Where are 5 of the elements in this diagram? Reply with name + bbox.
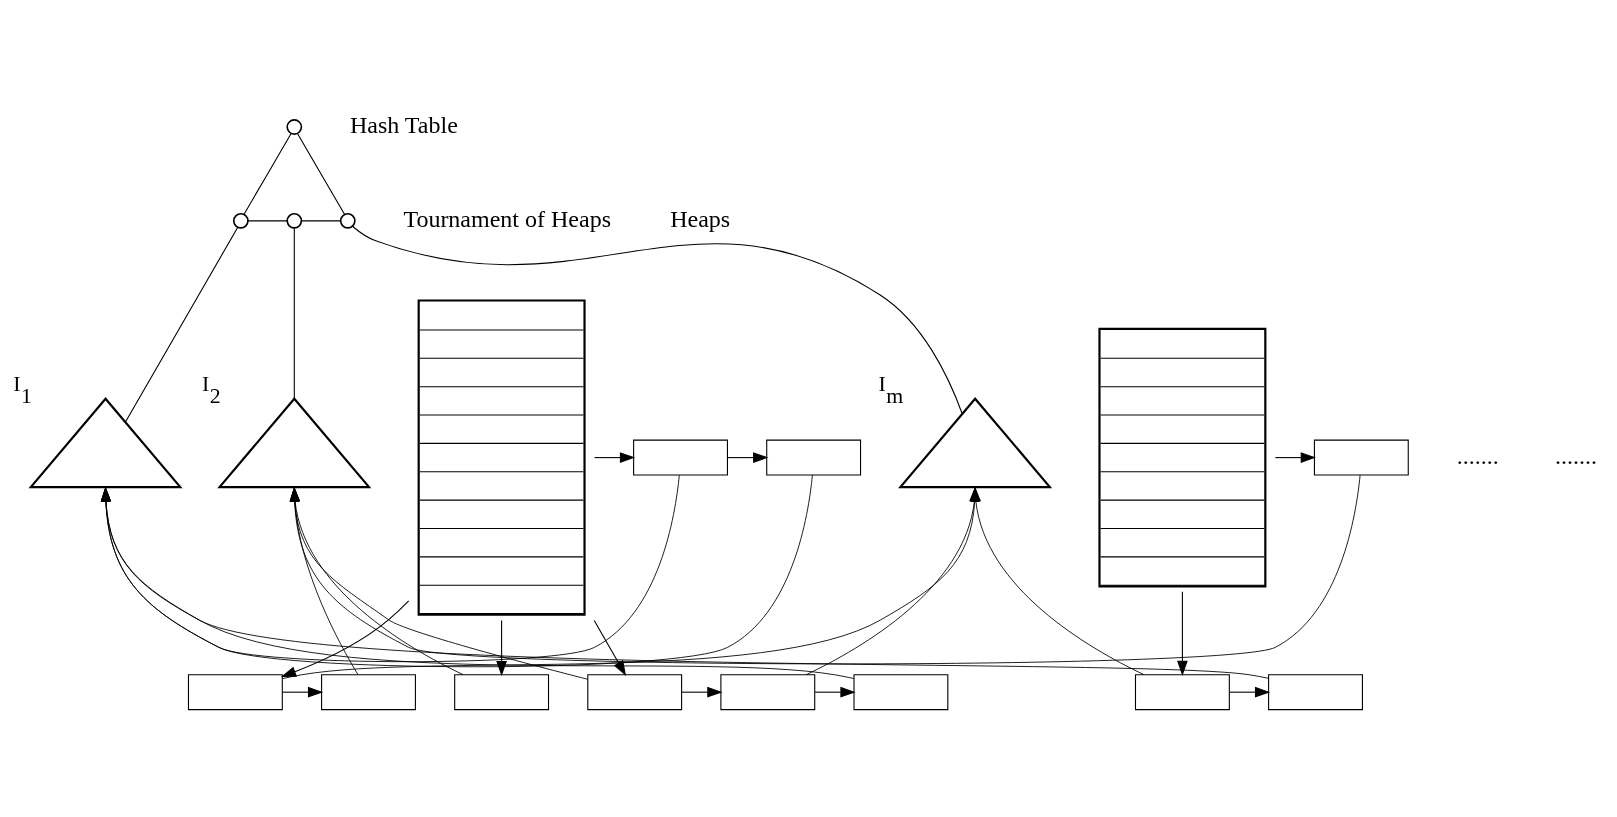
label: Heaps bbox=[669, 205, 730, 232]
label: Hash Table bbox=[349, 112, 458, 139]
label: ....... bbox=[1554, 442, 1597, 469]
label: Tournament of Heaps bbox=[402, 205, 611, 232]
label: ....... bbox=[1456, 442, 1499, 469]
